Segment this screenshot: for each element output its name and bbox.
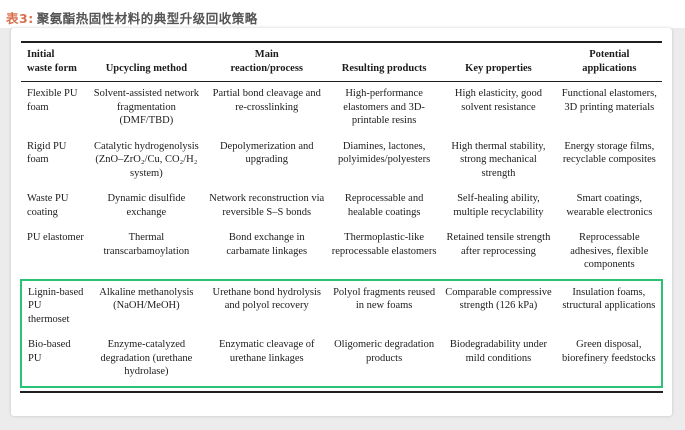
table-cell: Reprocessable and healable coatings [344,193,424,218]
table-cell: Flexible PU foam [27,88,78,113]
table-cell: Biodegradability under mild conditions [440,333,557,388]
header-resulting-products: Resulting products [327,41,441,82]
table-caption-text: 聚氨酯热固性材料的典型升级回收策略 [36,11,258,26]
table-cell: Network reconstruction via reversible S–… [209,193,325,218]
table-cell: Comparable compressive strength (126 kPa… [440,278,557,333]
table-cell: Insulation foams, structural application… [556,278,664,333]
table-cell: Waste PU coating [27,193,69,218]
table-cell: High-performance elastomers and 3D-print… [343,88,425,126]
table-cell: Oligomeric degradation products [327,333,441,388]
table-cell: Green disposal, biorefinery feedstocks [556,333,664,388]
table-cell: Bio-based PU [19,333,88,388]
table-cell: Enzymatic cleavage of urethane linkages [205,333,328,388]
header-main-reaction-process: Main reaction/process [205,41,328,82]
highlighted-rows-group: Lignin-based PU thermoset Alkaline metha… [19,278,664,388]
table-cell: Partial bond cleavage and re-crosslinkin… [212,88,321,113]
table-cell: Urethane bond hydrolysis and polyol reco… [205,278,328,333]
table-header-row: Initial waste form Upcycling method Main… [21,41,662,82]
table-cell: Thermoplastic-like reprocessable elastom… [331,232,437,257]
table-cell: Smart coatings, wearable electronics [566,193,653,218]
content-background: Initial waste form Upcycling method Main… [0,28,685,430]
table-cell: Solvent-assisted network fragmentation (… [93,88,200,126]
table-cell: Dynamic disulfide exchange [107,193,186,218]
header-initial-waste-form: Initial waste form [21,41,88,82]
table-cell: High elasticity, good solvent resistance [454,88,543,113]
table-cell: Polyol fragments reused in new foams [327,278,441,333]
table-cell: Depolymerization and upgrading [219,140,314,166]
table-row: Waste PU coating Dynamic disulfide excha… [21,187,662,226]
table-caption-number: 表3: [6,11,34,26]
table-row-highlighted: Lignin-based PU thermoset Alkaline metha… [19,278,664,333]
table-wrapper: Initial waste form Upcycling method Main… [19,41,664,393]
table-row-highlighted: Bio-based PU Enzyme-catalyzed degradatio… [19,333,664,388]
table-cell: Thermal transcarbamoylation [103,232,190,257]
table-cell: Diamines, lactones, polyimides/polyester… [338,140,431,166]
table-cell: Enzyme-catalyzed degradation (urethane h… [87,333,206,388]
table-cell: Self-healing ability, multiple recyclabi… [453,193,544,218]
upcycling-strategies-table: Initial waste form Upcycling method Main… [19,41,664,388]
table-cell: Retained tensile strength after reproces… [446,232,551,257]
table-cell: Functional elastomers, 3D printing mater… [561,88,657,113]
table-cell: Catalytic hydrogenolysis (ZnO–ZrO₂/Cu, C… [94,140,199,179]
header-potential-applications: Potential applications [556,41,662,82]
table-cell: Alkaline methanolysis (NaOH/MeOH) [87,278,206,333]
table-row: Rigid PU foam Catalytic hydrogenolysis (… [21,135,662,188]
table-cell: PU elastomer [27,232,84,243]
table-cell: Reprocessable adhesives, flexible compon… [570,232,649,270]
table-row: Flexible PU foam Solvent-assisted networ… [21,82,662,135]
table-cell: Bond exchange in carbamate linkages [226,232,308,257]
table-cell: High thermal stability, strong mechanica… [451,140,546,179]
table-row: PU elastomer Thermal transcarbamoylation… [21,226,662,280]
table-cell: Rigid PU foam [27,140,67,166]
table-card: Initial waste form Upcycling method Main… [11,28,672,416]
table-cell: Energy storage films, recyclable composi… [562,140,656,166]
table-cell: Lignin-based PU thermoset [19,278,88,333]
table-caption: 表3:聚氨酯热固性材料的典型升级回收策略 [6,8,258,27]
header-key-properties: Key properties [440,41,557,82]
header-upcycling-method: Upcycling method [87,41,206,82]
